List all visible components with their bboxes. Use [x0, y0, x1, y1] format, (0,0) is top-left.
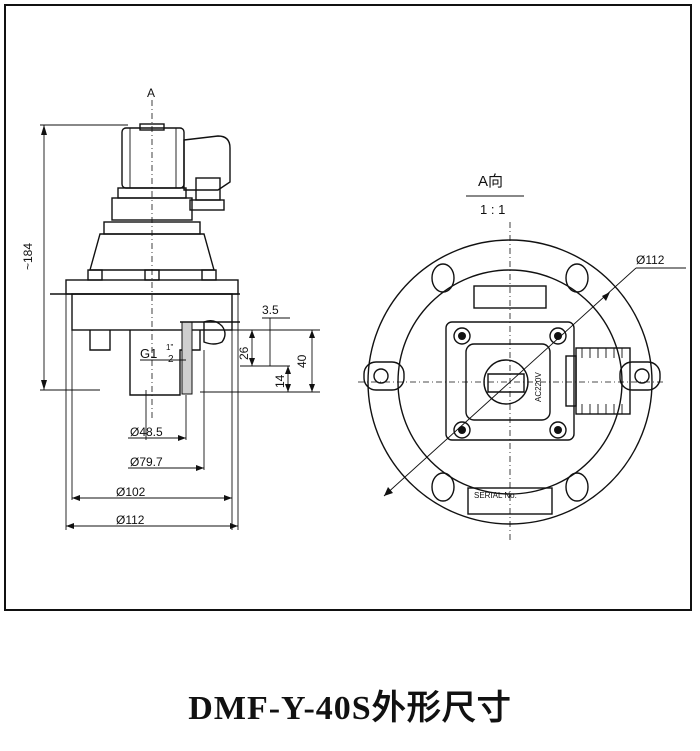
- square-cover: [445, 321, 575, 441]
- diaphragm-section: [203, 319, 226, 345]
- outlet-wall-section: [181, 321, 193, 395]
- serial-label: SERIAL No.: [474, 491, 517, 500]
- dim-26: 26: [237, 346, 251, 360]
- outer-flange: [367, 239, 653, 525]
- flange-ear-left: [363, 361, 405, 391]
- coil-nut: [139, 123, 165, 131]
- flange-hole-tl: [431, 263, 455, 293]
- dim-3-5: 3.5: [262, 303, 279, 317]
- coil-square: [465, 343, 551, 421]
- top-view: A向 1 : 1 AC220V: [358, 173, 686, 540]
- dim-d112: Ø112: [116, 513, 145, 527]
- bolt-left: [87, 269, 103, 281]
- body-outlet: [129, 330, 201, 396]
- flange-hole-br: [565, 472, 589, 502]
- top-plate: [473, 285, 547, 309]
- thread-label-den: 2: [168, 354, 174, 365]
- flange-hole-tr: [565, 263, 589, 293]
- body-circle: [397, 269, 623, 495]
- thread-label-frac: 1": [166, 343, 173, 352]
- coil-connector: [183, 135, 231, 191]
- valve-body: [71, 293, 233, 331]
- valve-bonnet: [111, 197, 193, 221]
- serial-plate: [467, 487, 553, 515]
- drawing-frame: [4, 4, 692, 611]
- cover-bolt-br: [549, 421, 567, 439]
- dim-d48-5: Ø48.5: [130, 425, 163, 439]
- dia-leader: [383, 267, 637, 497]
- drawing-caption: DMF-Y-40S外形尺寸: [188, 690, 512, 727]
- view-scale: 1 : 1: [480, 202, 505, 217]
- dim-d79-7: Ø79.7: [130, 455, 163, 469]
- dim-14: 14: [273, 374, 287, 388]
- view-title: A向: [478, 173, 503, 190]
- dia-label: Ø112: [636, 253, 665, 267]
- dim-40: 40: [295, 354, 309, 368]
- connector-neck: [565, 355, 577, 407]
- body-left-boss: [89, 330, 111, 351]
- solenoid-coil: [121, 127, 185, 189]
- coil-slot: [487, 373, 525, 393]
- thread-label: G1: [140, 346, 157, 361]
- connector-cap: [189, 199, 225, 211]
- coil-voltage-label: AC220V: [534, 372, 543, 402]
- flange-hole-bl: [431, 472, 455, 502]
- height-label: ~184: [21, 243, 35, 270]
- cover-bolt-tr: [549, 327, 567, 345]
- side-view: A ~184 G1: [21, 86, 320, 530]
- connector-gland: [195, 177, 221, 201]
- cover-bolt-tl: [453, 327, 471, 345]
- flange-ear-right: [619, 361, 661, 391]
- coil-nut-top: [483, 359, 529, 405]
- dim-d102: Ø102: [116, 485, 146, 499]
- cover-bolt-bl: [453, 421, 471, 439]
- bolt-right: [201, 269, 217, 281]
- view-marker-a: A: [147, 86, 155, 100]
